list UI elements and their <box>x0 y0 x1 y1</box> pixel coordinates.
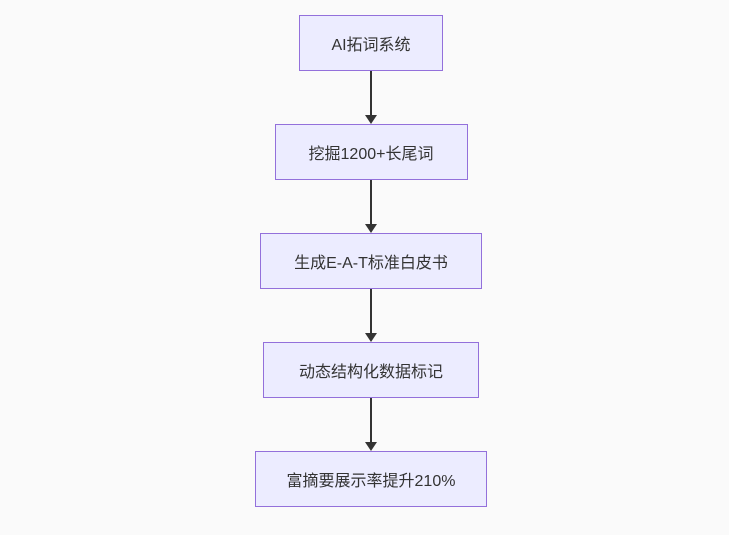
edge-line <box>370 398 372 442</box>
flowchart: AI拓词系统 挖掘1200+长尾词 生成E-A-T标准白皮书 动态结构化数据标记… <box>255 15 487 507</box>
arrow-down-icon <box>365 224 377 233</box>
flow-node-label: 动态结构化数据标记 <box>298 364 443 381</box>
flow-edge-2 <box>365 180 377 233</box>
flow-node-label: AI拓词系统 <box>331 37 411 54</box>
flow-edge-3 <box>365 289 377 342</box>
flow-node-eat-whitepaper: 生成E-A-T标准白皮书 <box>260 233 482 289</box>
arrow-down-icon <box>365 442 377 451</box>
edge-line <box>370 180 372 224</box>
flow-node-label: 生成E-A-T标准白皮书 <box>294 255 448 272</box>
flow-node-rich-snippet-lift: 富摘要展示率提升210% <box>255 451 487 507</box>
edge-line <box>370 71 372 115</box>
flow-node-structured-data-markup: 动态结构化数据标记 <box>263 342 479 398</box>
flow-node-longtail-mining: 挖掘1200+长尾词 <box>274 124 468 180</box>
arrow-down-icon <box>365 115 377 124</box>
flow-node-label: 挖掘1200+长尾词 <box>308 146 434 163</box>
flow-edge-4 <box>365 398 377 451</box>
edge-line <box>370 289 372 333</box>
arrow-down-icon <box>365 333 377 342</box>
flow-edge-1 <box>365 71 377 124</box>
flow-node-label: 富摘要展示率提升210% <box>286 473 456 490</box>
flow-node-ai-keyword-system: AI拓词系统 <box>299 15 443 71</box>
